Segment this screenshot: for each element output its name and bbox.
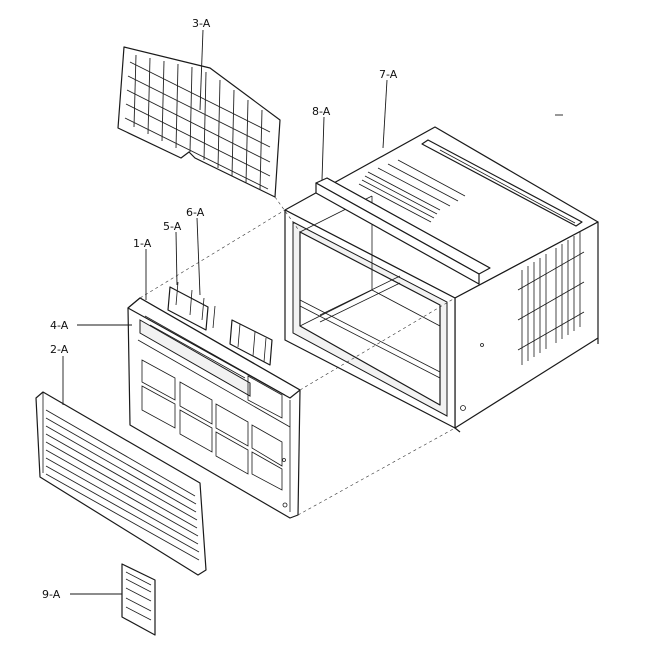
callout-8-A: 8-A: [312, 105, 331, 181]
side-louvre-vents: [517, 232, 585, 365]
callout-4-A: 4-A: [50, 319, 132, 332]
callout-1-A: 1-A: [133, 237, 152, 300]
label-9-A: 9-A: [42, 588, 61, 601]
label-8-A: 8-A: [312, 105, 331, 118]
callout-7-A: 7-A: [379, 68, 398, 149]
label-plate-part: [121, 563, 156, 636]
cabinet-part: [284, 126, 599, 433]
label-5-A: 5-A: [163, 220, 182, 233]
label-6-A: 6-A: [186, 206, 205, 219]
grille-slats: [45, 409, 200, 561]
callout-9-A: 9-A: [42, 588, 122, 601]
callout-2-A: 2-A: [50, 343, 69, 405]
top-rail-part: [315, 177, 491, 285]
front-grille-part: [35, 391, 207, 576]
top-louvre-vents: [358, 159, 466, 223]
front-panel-part: [127, 297, 301, 519]
assembly-guide-lines: [139, 196, 456, 516]
callout-6-A: 6-A: [186, 206, 205, 296]
label-2-A: 2-A: [50, 343, 69, 356]
label-1-A: 1-A: [133, 237, 152, 250]
callout-3-A: 3-A: [192, 17, 211, 111]
label-3-A: 3-A: [192, 17, 211, 30]
filter-mesh: [124, 54, 271, 191]
callout-5-A: 5-A: [163, 220, 182, 286]
air-filter-part: [117, 46, 281, 198]
front-panel-openings: [141, 359, 283, 491]
louver-bracket-parts: [167, 281, 273, 366]
label-7-A: 7-A: [379, 68, 398, 81]
label-4-A: 4-A: [50, 319, 69, 332]
